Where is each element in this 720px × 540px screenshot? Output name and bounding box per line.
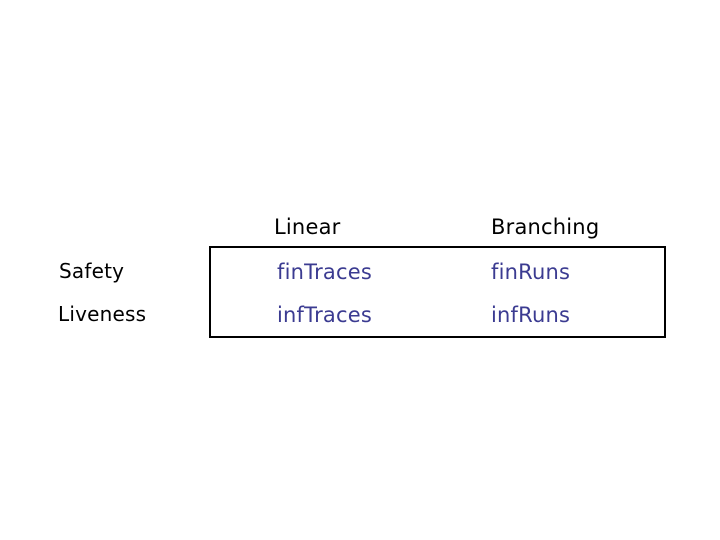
row-header-safety: Safety [59, 259, 125, 283]
row-header-liveness: Liveness [58, 302, 147, 326]
cell-safety-branching: finRuns [491, 260, 571, 284]
cell-safety-linear: finTraces [277, 260, 372, 284]
column-header-branching: Branching [491, 215, 600, 239]
matrix-box: finTraces finRuns infTraces infRuns [209, 246, 666, 338]
cell-liveness-branching: infRuns [491, 303, 571, 327]
column-header-linear: Linear [274, 215, 341, 239]
cell-liveness-linear: infTraces [277, 303, 372, 327]
